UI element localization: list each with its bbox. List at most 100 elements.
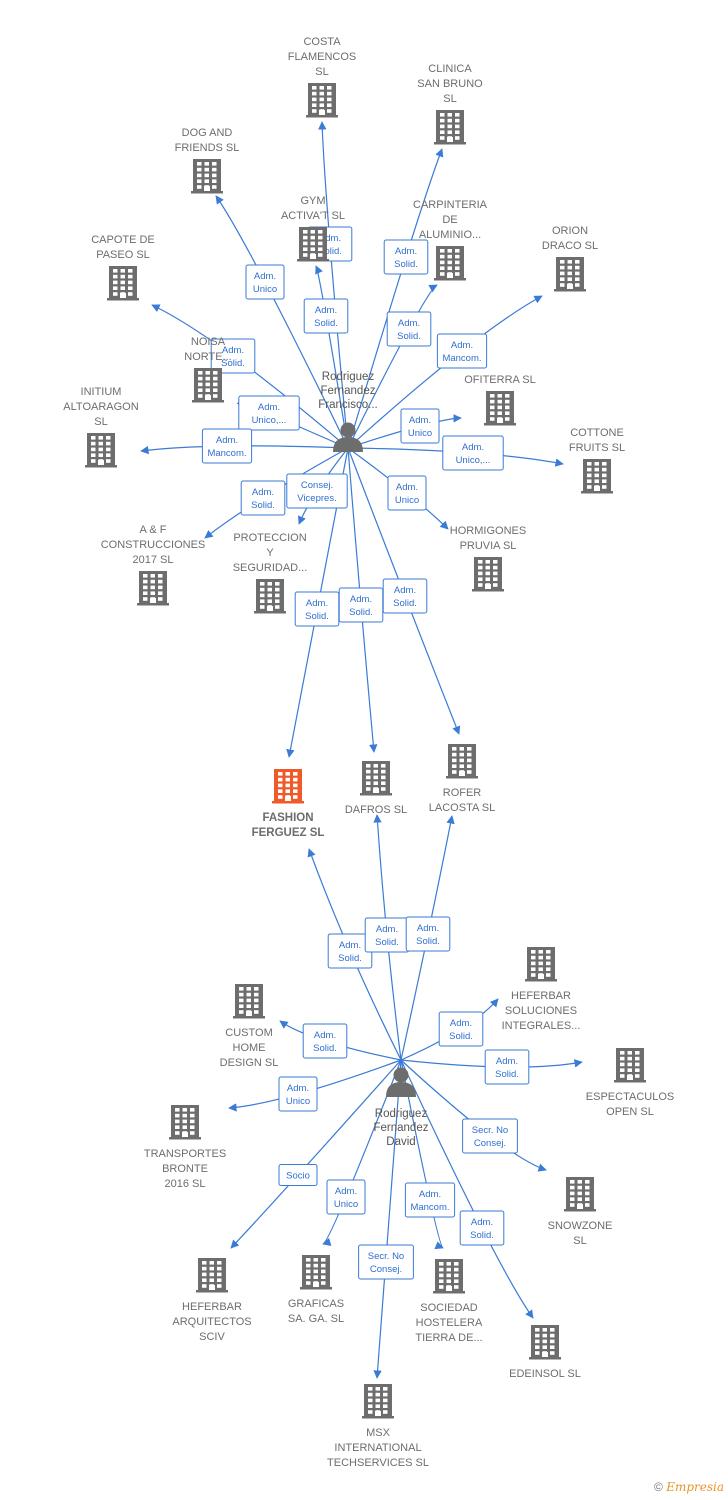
relation-label-text: Mancom. [410, 1202, 449, 1213]
relation-label[interactable]: Adm.Unico,... [238, 395, 300, 431]
company-label: CONSTRUCCIONES [101, 539, 206, 551]
relation-label[interactable]: Adm.Unico [400, 408, 440, 444]
person-label: Fernandez [374, 1122, 429, 1134]
building-icon [297, 227, 329, 262]
company-node-dafros[interactable]: DAFROS SL [345, 761, 407, 816]
company-label: FRIENDS SL [175, 142, 240, 154]
relation-label[interactable]: Consej.Vicepres. [286, 473, 348, 509]
building-icon [85, 433, 117, 468]
relation-label-text: Adm. [450, 1018, 472, 1029]
relation-label-box [405, 916, 451, 952]
relation-label[interactable]: Socio [278, 1164, 318, 1186]
relation-label[interactable]: Adm.Solid. [294, 591, 340, 627]
relation-label[interactable]: Adm.Mancom. [201, 428, 253, 464]
relation-label-text: Solid. [375, 937, 399, 948]
relation-label-box [404, 1182, 456, 1218]
footer-credit[interactable]: © Empresia [654, 1480, 724, 1494]
relation-label-box [400, 408, 440, 444]
company-node-carpinteria[interactable]: CARPINTERIADEALUMINIO... [413, 199, 488, 281]
building-icon [306, 83, 338, 118]
relation-label-box [484, 1049, 530, 1085]
relation-label-text: Adm. [376, 924, 398, 935]
company-label: ALTOARAGON [63, 401, 138, 413]
company-node-ofiterra[interactable]: OFITERRA SL [464, 374, 536, 426]
relation-label[interactable]: Adm.Mancom. [404, 1182, 456, 1218]
relation-label[interactable]: Adm.Solid. [302, 1023, 348, 1059]
relation-label-text: Consej. [474, 1138, 506, 1149]
relation-label[interactable]: Adm.Solid. [438, 1011, 484, 1047]
relation-label-box [245, 264, 285, 300]
relation-label[interactable]: Adm.Solid. [383, 239, 429, 275]
person-node-p1[interactable]: RodriguezFernandezFrancisco... [318, 371, 378, 452]
relation-label[interactable]: Adm.Solid. [210, 338, 256, 374]
relation-label-text: Solid. [305, 611, 329, 622]
company-label: LACOSTA SL [429, 802, 495, 814]
relation-label[interactable]: Adm.Unico [387, 475, 427, 511]
company-node-proteccion[interactable]: PROTECCIONYSEGURIDAD... [233, 532, 308, 614]
relation-label[interactable]: Adm.Solid. [338, 587, 384, 623]
relation-label[interactable]: Adm. Solid. [364, 917, 410, 953]
company-node-heferbar_sol[interactable]: HEFERBARSOLUCIONESINTEGRALES... [502, 947, 581, 1032]
relation-label[interactable]: Adm.Solid. [386, 311, 432, 347]
company-label: 2016 SL [165, 1178, 206, 1190]
relation-label-box [462, 1118, 518, 1154]
company-label: HEFERBAR [182, 1301, 242, 1313]
relation-label[interactable]: Adm.Unico [278, 1076, 318, 1112]
company-label: FLAMENCOS [288, 51, 356, 63]
company-label: GYM [300, 195, 325, 207]
person-label: Rodriguez [322, 371, 375, 383]
relation-label[interactable]: Adm.Solid. [484, 1049, 530, 1085]
person-label: Fernandez [321, 385, 376, 397]
building-icon [581, 459, 613, 494]
relation-label-text: Adm. [254, 271, 276, 282]
relation-label[interactable]: Adm.Mancom. [436, 333, 488, 369]
relation-label[interactable]: Secr. No Consej. [462, 1118, 518, 1154]
relation-label[interactable]: Adm.Solid. [459, 1210, 505, 1246]
company-label: DOG AND [182, 127, 233, 139]
relation-label-text: Solid. [338, 953, 362, 964]
relation-label-text: Unico [286, 1096, 310, 1107]
company-node-dog[interactable]: DOG AND FRIENDS SL [175, 127, 240, 194]
relation-label-box [201, 428, 253, 464]
company-node-noisa[interactable]: NOISANORTE... [184, 336, 232, 403]
relation-label-box [278, 1164, 318, 1186]
relation-label-text: Adm. [258, 402, 280, 413]
relation-label-text: Secr. No [472, 1125, 508, 1136]
relation-label[interactable]: Adm.Solid. [303, 298, 349, 334]
relation-label-text: Adm. [395, 246, 417, 257]
relation-label[interactable]: Adm.Unico,... [442, 435, 504, 471]
relation-label[interactable]: Adm.Solid. [405, 916, 451, 952]
relation-label[interactable]: Adm.Solid. [240, 480, 286, 516]
relation-label[interactable]: Adm.Solid. [382, 578, 428, 614]
relation-label[interactable]: Adm.Unico [326, 1179, 366, 1215]
person-label: Rodriguez [375, 1108, 428, 1120]
company-label: HOSTELERA [416, 1317, 483, 1329]
company-label: EDEINSOL SL [509, 1368, 581, 1380]
company-label: HORMIGONES [450, 525, 526, 537]
building-icon [554, 257, 586, 292]
company-label: Y [266, 547, 274, 559]
company-node-edeinsol[interactable]: EDEINSOL SL [509, 1325, 581, 1380]
relation-label[interactable]: Adm.Unico [245, 264, 285, 300]
